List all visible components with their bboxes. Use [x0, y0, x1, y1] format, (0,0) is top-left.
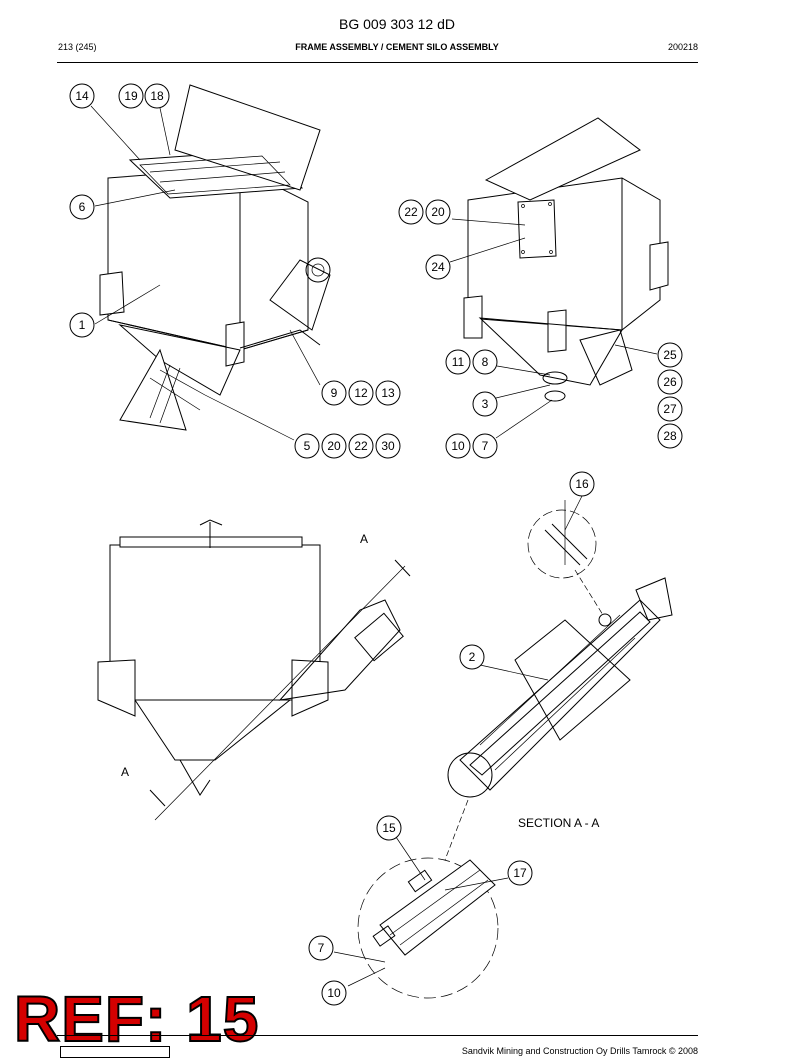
svg-text:11: 11 — [452, 355, 465, 369]
svg-text:7: 7 — [482, 439, 489, 453]
callout-22: 22 — [348, 433, 374, 459]
callout-9: 9 — [321, 380, 347, 406]
callout-24: 24 — [425, 254, 451, 280]
svg-text:17: 17 — [513, 866, 527, 880]
silo-side-view — [97, 519, 411, 821]
silo-iso-rear-view — [463, 117, 669, 402]
callout-14: 14 — [69, 83, 95, 109]
svg-text:2: 2 — [469, 650, 476, 664]
svg-text:22: 22 — [354, 439, 368, 453]
callout-17: 17 — [507, 860, 533, 886]
callout-27: 27 — [657, 396, 683, 422]
section-aa-view — [444, 569, 673, 861]
callout-3: 3 — [472, 391, 498, 417]
footer-rule — [57, 1035, 698, 1036]
svg-text:16: 16 — [575, 477, 589, 491]
callout-10-detail: 10 — [321, 980, 347, 1006]
callout-5: 5 — [294, 433, 320, 459]
svg-text:24: 24 — [431, 260, 445, 274]
callout-13: 13 — [375, 380, 401, 406]
svg-text:9: 9 — [331, 386, 338, 400]
callout-20: 20 — [321, 433, 347, 459]
svg-text:20: 20 — [327, 439, 341, 453]
svg-text:26: 26 — [663, 375, 677, 389]
leader-lines — [90, 105, 658, 987]
svg-text:13: 13 — [381, 386, 395, 400]
silo-iso-front-view — [99, 84, 331, 431]
callout-10: 10 — [445, 433, 471, 459]
footer-copyright: Sandvik Mining and Construction Oy Drill… — [461, 1046, 698, 1056]
callout-28: 28 — [657, 423, 683, 449]
callout-16: 16 — [569, 471, 595, 497]
svg-text:7: 7 — [318, 941, 325, 955]
svg-text:8: 8 — [482, 355, 489, 369]
callout-7: 7 — [472, 433, 498, 459]
callout-20-rear: 20 — [425, 199, 451, 225]
svg-text:28: 28 — [663, 429, 677, 443]
section-marker-a-bottom: A — [121, 765, 129, 779]
svg-text:30: 30 — [381, 439, 395, 453]
svg-text:25: 25 — [663, 348, 677, 362]
callout-26: 26 — [657, 369, 683, 395]
callout-25: 25 — [657, 342, 683, 368]
callout-1: 1 — [69, 312, 95, 338]
header-date: 200218 — [667, 42, 698, 52]
callout-22-rear: 22 — [398, 199, 424, 225]
svg-text:22: 22 — [404, 205, 418, 219]
callout-6: 6 — [69, 194, 95, 220]
ref-stamp: REF: 15 — [13, 982, 260, 1056]
section-marker-a-top: A — [360, 532, 368, 546]
svg-text:15: 15 — [382, 821, 396, 835]
callout-18: 18 — [144, 83, 170, 109]
svg-text:27: 27 — [663, 402, 677, 416]
document-id: BG 009 303 12 dD — [339, 16, 455, 32]
sandvik-logo — [60, 1046, 170, 1058]
svg-text:10: 10 — [327, 986, 341, 1000]
page-title: FRAME ASSEMBLY / CEMENT SILO ASSEMBLY — [295, 42, 499, 52]
svg-text:19: 19 — [124, 89, 138, 103]
section-label: SECTION A - A — [518, 816, 599, 830]
callout-19: 19 — [118, 83, 144, 109]
callout-8: 8 — [472, 349, 498, 375]
svg-text:20: 20 — [431, 205, 445, 219]
svg-text:6: 6 — [79, 200, 86, 214]
callout-11: 11 — [445, 349, 471, 375]
svg-text:18: 18 — [150, 89, 164, 103]
callout-12: 12 — [348, 380, 374, 406]
svg-text:3: 3 — [482, 397, 489, 411]
page-number: 213 (245) — [58, 42, 97, 52]
callout-7-detail: 7 — [308, 935, 334, 961]
detail-16 — [527, 500, 597, 579]
detail-15-17 — [357, 857, 499, 999]
svg-text:12: 12 — [354, 386, 368, 400]
svg-text:1: 1 — [79, 318, 86, 332]
svg-text:5: 5 — [304, 439, 311, 453]
callout-30: 30 — [375, 433, 401, 459]
callout-15: 15 — [376, 815, 402, 841]
header-rule — [57, 62, 698, 63]
callout-2: 2 — [459, 644, 485, 670]
svg-text:14: 14 — [75, 89, 89, 103]
svg-text:10: 10 — [451, 439, 465, 453]
